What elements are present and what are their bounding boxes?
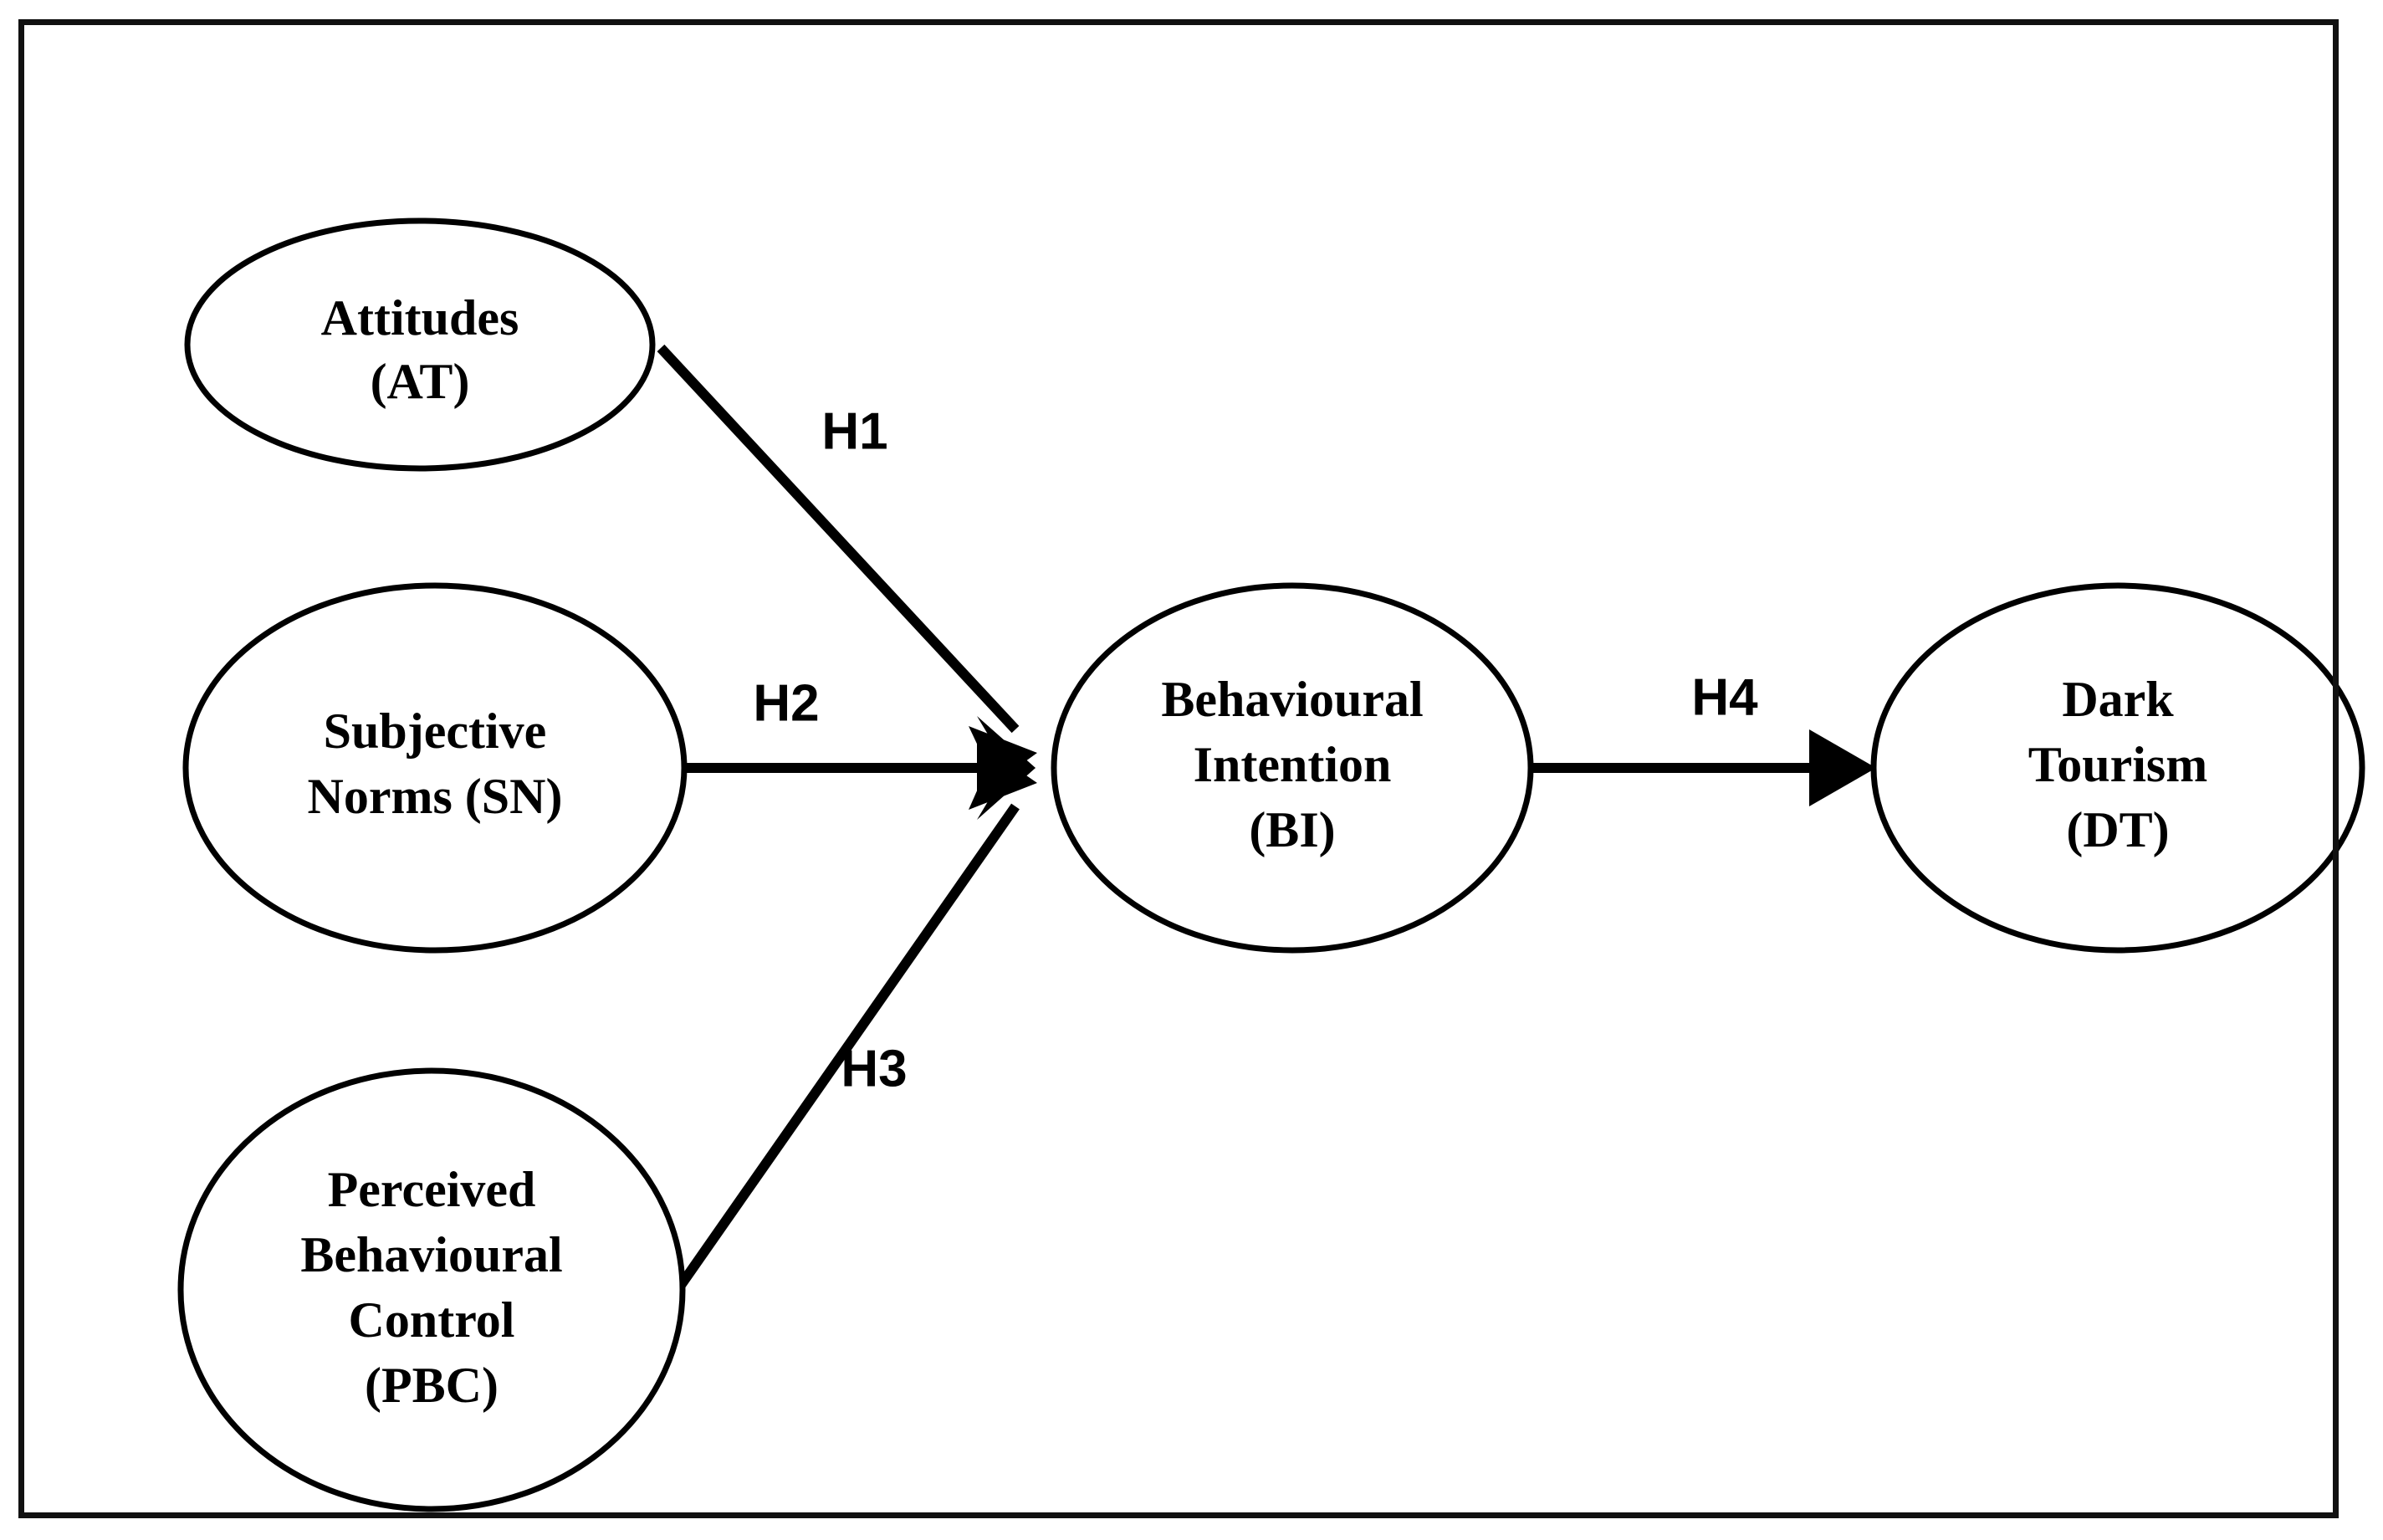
hypothesis-label-h2: H2 xyxy=(753,674,819,732)
hypothesis-label-h1: H1 xyxy=(821,402,887,460)
hypothesis-label-h3: H3 xyxy=(841,1040,907,1097)
node-attitudes[interactable]: Attitudes (AT) xyxy=(184,217,656,472)
node-attitudes-label-line2: (AT) xyxy=(371,354,470,409)
node-attitudes-label-line1: Attitudes xyxy=(321,290,519,345)
node-bi-label-line3: (BI) xyxy=(1249,802,1335,857)
node-subjective-norms-label-line1: Subjective xyxy=(324,703,547,759)
path-h4-arrowhead xyxy=(1809,729,1876,806)
node-pbc-label-line1: Perceived xyxy=(328,1162,536,1217)
node-subjective-norms-label-line2: Norms (SN) xyxy=(308,769,563,824)
path-h4 xyxy=(1529,729,1876,806)
hypothesis-label-h4: H4 xyxy=(1691,668,1758,726)
node-perceived-behavioural-control[interactable]: Perceived Behavioural Control (PBC) xyxy=(177,1067,686,1512)
node-pbc-label-line2: Behavioural xyxy=(300,1227,562,1282)
node-pbc-label-line4: (PBC) xyxy=(365,1358,499,1413)
node-perceived-behavioural-control-shape[interactable] xyxy=(177,1067,686,1512)
node-subjective-norms[interactable]: Subjective Norms (SN) xyxy=(182,582,688,954)
path-h3 xyxy=(672,753,1037,1296)
node-dark-tourism[interactable]: Dark Tourism (DT) xyxy=(1870,582,2365,954)
node-dt-label-line1: Dark xyxy=(2062,672,2174,727)
path-convergence-blob xyxy=(977,716,1036,820)
node-subjective-norms-shape[interactable] xyxy=(182,582,688,954)
path-h1-line xyxy=(657,344,1020,734)
node-behavioural-intention[interactable]: Behavioural Intention (BI) xyxy=(1051,582,1534,954)
node-attitudes-shape[interactable] xyxy=(184,217,656,472)
node-bi-label-line2: Intention xyxy=(1194,737,1392,792)
node-dark-tourism-shape[interactable] xyxy=(1870,582,2365,954)
node-behavioural-intention-shape[interactable] xyxy=(1051,582,1534,954)
path-h3-line xyxy=(672,803,1020,1296)
node-pbc-label-line3: Control xyxy=(349,1292,515,1348)
node-dt-label-line3: (DT) xyxy=(2066,802,2169,857)
node-dt-label-line2: Tourism xyxy=(2028,737,2208,792)
node-bi-label-line1: Behavioural xyxy=(1161,672,1423,727)
